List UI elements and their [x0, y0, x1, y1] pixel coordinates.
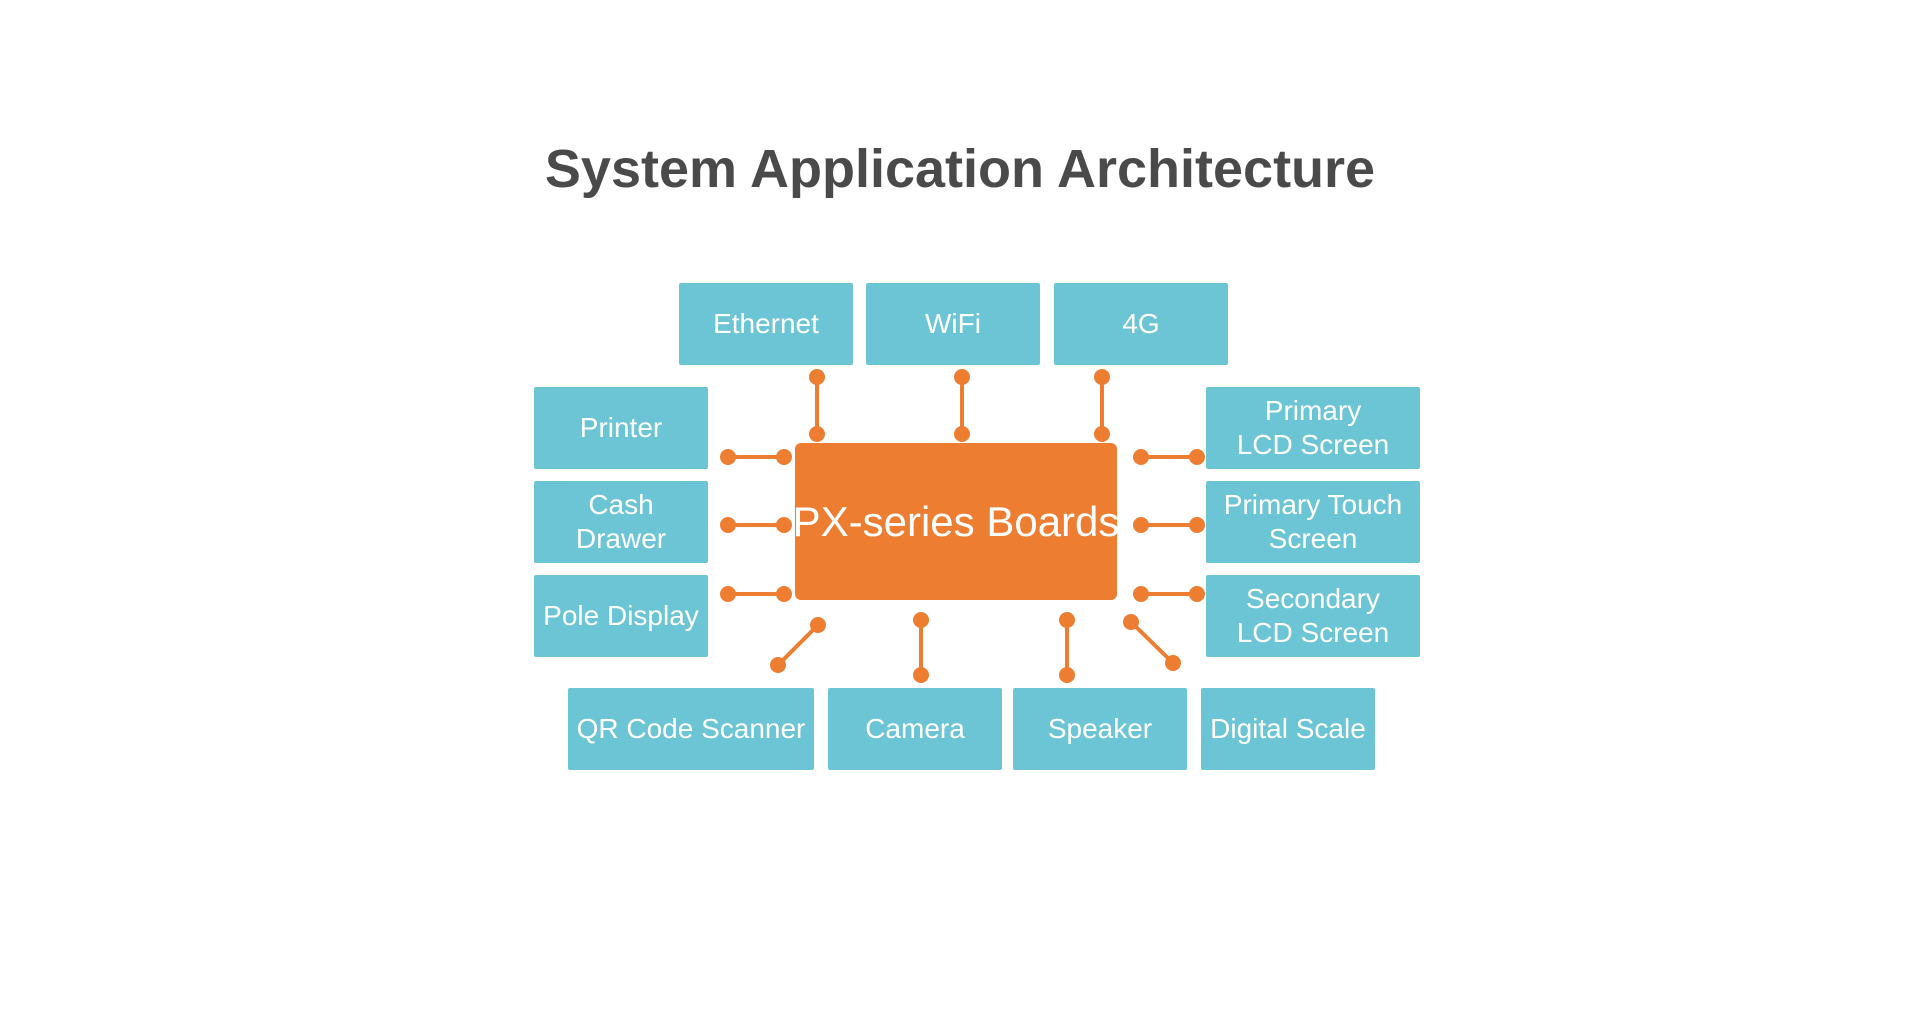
- pole-display-node: Pole Display: [534, 575, 708, 657]
- connector-printer: [720, 449, 792, 465]
- camera-node: Camera: [828, 688, 1002, 770]
- cash-drawer-node: Cash Drawer: [534, 481, 708, 563]
- wifi-node: WiFi: [866, 283, 1040, 365]
- digital-scale-node: Digital Scale: [1201, 688, 1375, 770]
- px-series-boards-node: PX-series Boards: [793, 443, 1119, 600]
- connector-pole-display: [720, 586, 792, 602]
- 4g-node: 4G: [1054, 283, 1228, 365]
- primary-touch-screen-node: Primary Touch Screen: [1206, 481, 1420, 563]
- connector-speaker: [1059, 612, 1075, 683]
- connector-primary-lcd: [1133, 449, 1205, 465]
- connector-camera: [913, 612, 929, 683]
- connector-secondary-lcd: [1133, 586, 1205, 602]
- connector-4g: [1094, 369, 1110, 442]
- connector-qr-scanner: [770, 617, 826, 673]
- connector-cash-drawer: [720, 517, 792, 533]
- connector-primary-touch: [1133, 517, 1205, 533]
- primary-lcd-screen-node: Primary LCD Screen: [1206, 387, 1420, 469]
- connector-wifi: [954, 369, 970, 442]
- diagram-title: System Application Architecture: [544, 139, 1376, 199]
- connector-ethernet: [809, 369, 825, 442]
- printer-node: Printer: [534, 387, 708, 469]
- connector-digital-scale: [1123, 614, 1181, 671]
- qr-code-scanner-node: QR Code Scanner: [568, 688, 814, 770]
- secondary-lcd-screen-node: Secondary LCD Screen: [1206, 575, 1420, 657]
- ethernet-node: Ethernet: [679, 283, 853, 365]
- speaker-node: Speaker: [1013, 688, 1187, 770]
